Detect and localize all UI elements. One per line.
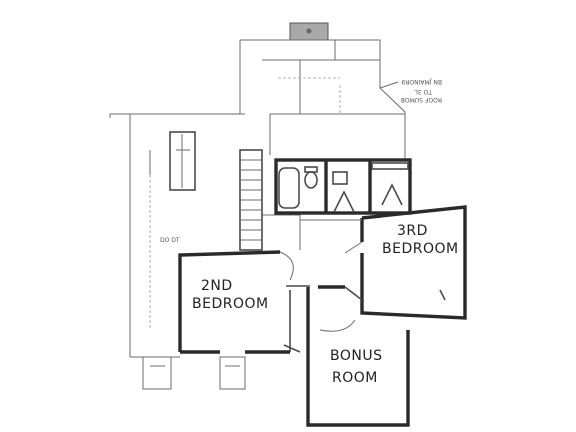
room-bonus: BONUS ROOM: [306, 285, 410, 427]
roof-note-line3: ROOF SUMOB: [401, 96, 442, 103]
bonus-label-line2: ROOM: [332, 370, 378, 386]
toilet: [304, 171, 318, 189]
bedroom2-label-line1: 2ND: [201, 278, 233, 294]
bonus-label-line1: BONUS: [330, 348, 382, 364]
roof-note-line1: BN JMAINOR9: [401, 78, 442, 85]
bathroom: [274, 158, 412, 215]
roof-note: BN JMAINOR9 TO 3L ROOF SUMOB DO DT: [160, 78, 442, 244]
dimension-marks: [149, 59, 360, 175]
lower-features: [142, 344, 301, 390]
room-2nd-bedroom: 2ND BEDROOM: [178, 250, 310, 354]
bedroom3-label-line1: 3RD: [397, 223, 428, 239]
roof-note-line2: TO 3L: [414, 88, 433, 95]
dim-left-label: DO DT: [160, 237, 180, 244]
left-closet: [169, 131, 196, 191]
bathtub: [278, 167, 300, 209]
outer-walls: [109, 39, 406, 358]
hidden-lines: [149, 77, 341, 330]
bedroom2-label-line2: BEDROOM: [192, 296, 269, 312]
stairs: [239, 149, 301, 251]
sink: [332, 171, 348, 185]
room-3rd-bedroom: 3RD BEDROOM: [300, 205, 467, 320]
bedroom3-label-line2: BEDROOM: [382, 241, 459, 257]
chimney-flue: [306, 28, 312, 34]
